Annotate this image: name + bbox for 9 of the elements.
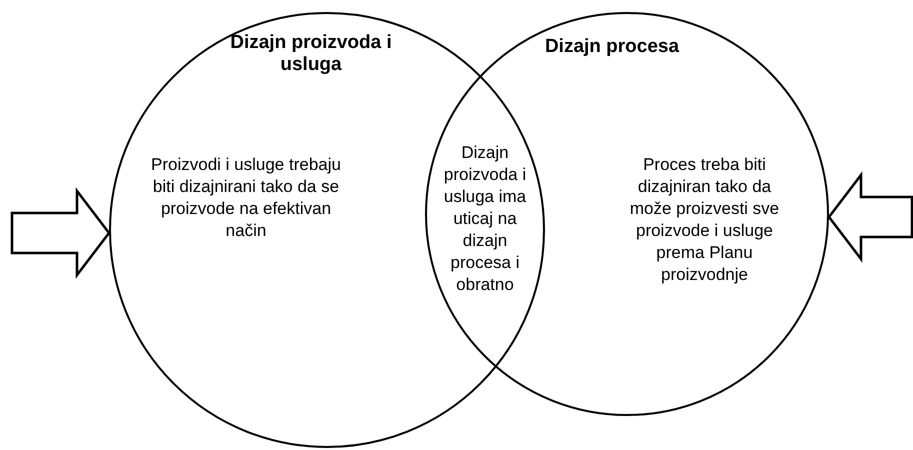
block-arrow [10, 187, 111, 279]
overlap-description: Dizajn proizvoda i usluga ima uticaj na dizajn procesa i obratno [442, 142, 528, 296]
circle-description: Proizvodi i usluge trebaju biti dizajnirani tako da se proizvode na efektivan način [150, 154, 342, 242]
circle-description: Proces treba biti dizajniran tako da može proizvesti sve proizvode i usluge prema Planu proizvodnje [628, 154, 780, 286]
circle-heading: Dizajn proizvoda i usluga [229, 32, 393, 76]
block-arrow [827, 171, 913, 263]
venn-circle [109, 12, 545, 448]
circle-heading: Dizajn procesa [544, 36, 680, 58]
venn-circle [425, 12, 829, 416]
